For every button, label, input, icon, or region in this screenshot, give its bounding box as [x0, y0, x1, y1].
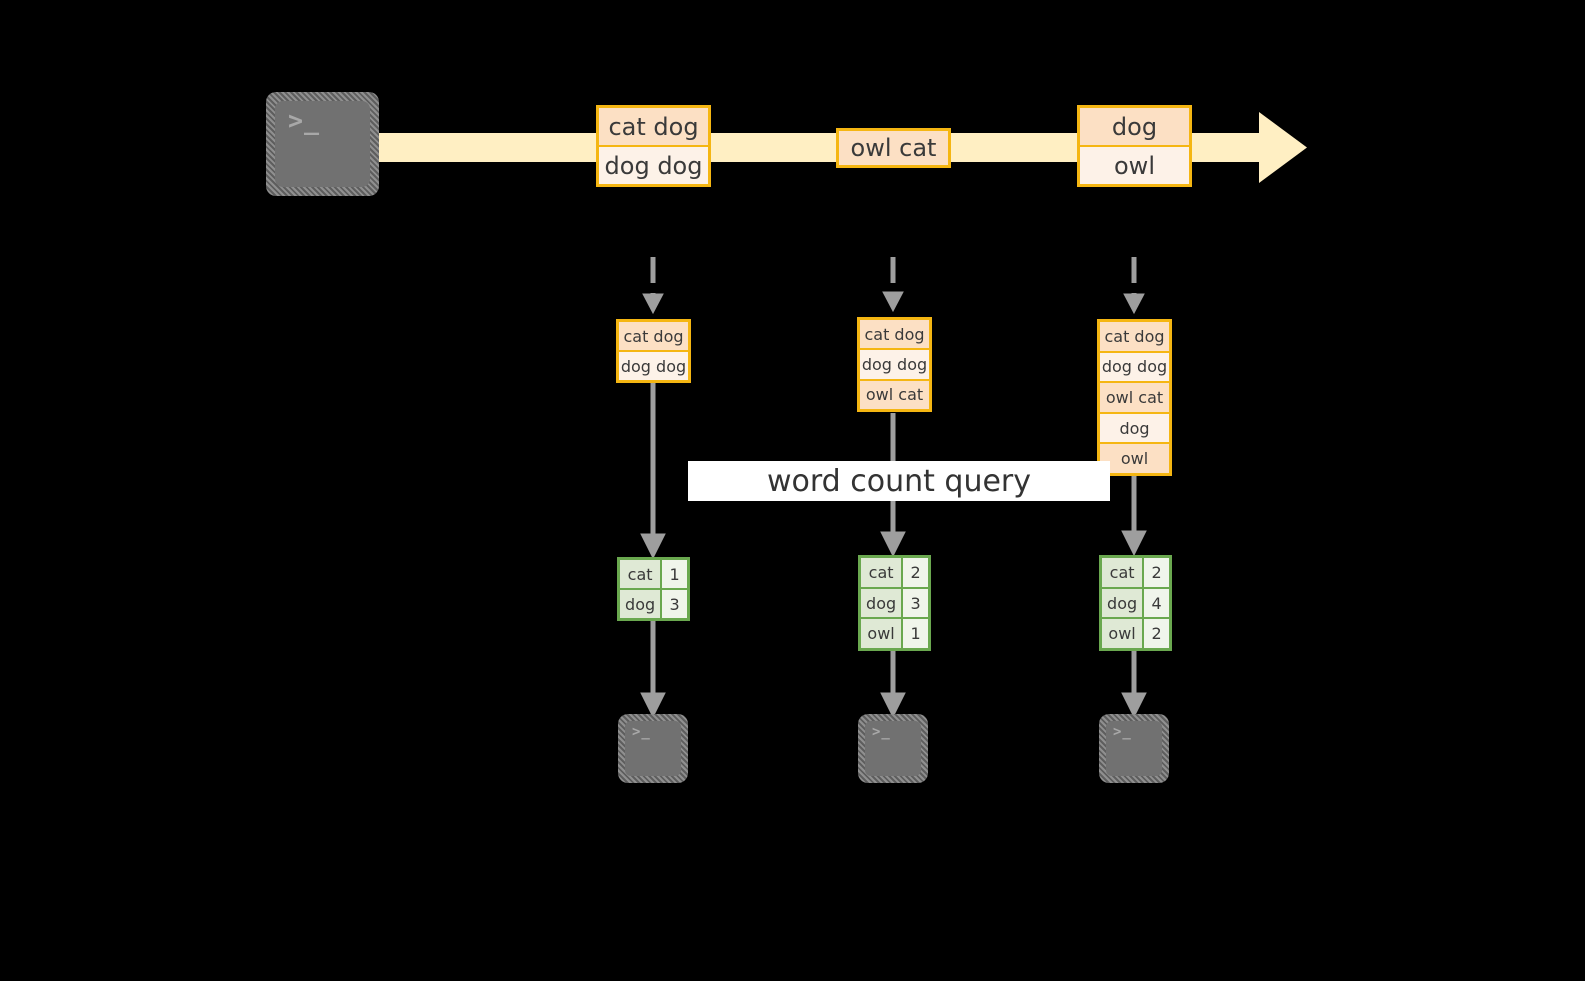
result-row: owl 1	[861, 617, 928, 649]
result-key: owl	[1102, 619, 1143, 649]
result-table-2: cat 2 dog 3 owl 1	[858, 555, 931, 651]
result-value: 2	[1142, 558, 1169, 587]
snapshot-stack-3: cat dog dog dog owl cat dog owl	[1097, 319, 1172, 476]
result-key: cat	[1102, 558, 1143, 587]
terminal-face	[625, 721, 681, 776]
stream-record-2: owl cat	[836, 128, 951, 168]
result-value: 1	[901, 619, 928, 649]
terminal-prompt-icon: >_	[872, 724, 891, 740]
result-row: dog 3	[861, 586, 928, 618]
query-label-band: word count query	[688, 461, 1110, 501]
stream-record-line: dog	[1080, 108, 1189, 145]
snapshot-stack-2: cat dog dog dog owl cat	[857, 317, 932, 412]
query-arrowhead-2	[880, 531, 906, 558]
sink-terminal-1[interactable]: >_	[618, 714, 688, 783]
terminal-face	[865, 721, 921, 776]
stream-record-3: dog owl	[1077, 105, 1192, 187]
result-value: 1	[660, 560, 687, 588]
terminal-face	[275, 101, 370, 187]
result-row: dog 4	[1102, 586, 1169, 618]
snapshot-line: cat dog	[860, 320, 929, 349]
stream-record-line: owl cat	[839, 131, 948, 165]
result-row: cat 1	[620, 560, 687, 588]
snapshot-line: dog dog	[619, 350, 688, 380]
query-label-text: word count query	[766, 463, 1032, 499]
result-row: owl 2	[1102, 617, 1169, 649]
terminal-prompt-icon: >_	[288, 106, 321, 135]
result-table-3: cat 2 dog 4 owl 2	[1099, 555, 1172, 651]
result-key: cat	[861, 558, 902, 587]
terminal-prompt-icon: >_	[1113, 724, 1132, 740]
dashed-feed-arrowhead-2	[882, 291, 904, 313]
result-key: cat	[620, 560, 661, 588]
snapshot-line: cat dog	[1100, 322, 1169, 351]
result-key: dog	[1102, 588, 1143, 618]
result-row: dog 3	[620, 588, 687, 618]
query-arrowhead-1	[640, 533, 666, 560]
source-terminal[interactable]: >_	[266, 92, 379, 196]
result-key: dog	[620, 590, 661, 618]
snapshot-line: owl cat	[860, 378, 929, 409]
snapshot-line: dog dog	[1100, 350, 1169, 382]
stream-record-1: cat dog dog dog	[596, 105, 711, 187]
result-value: 3	[660, 590, 687, 618]
dashed-feed-arrowhead-1	[642, 293, 664, 315]
result-key: dog	[861, 588, 902, 618]
dashed-feed-arrowhead-3	[1123, 293, 1145, 315]
result-value: 4	[1142, 588, 1169, 618]
terminal-face	[1106, 721, 1162, 776]
result-row: cat 2	[1102, 558, 1169, 587]
sink-terminal-2[interactable]: >_	[858, 714, 928, 783]
stream-record-line: cat dog	[599, 108, 708, 145]
query-arrowhead-3	[1121, 530, 1147, 557]
snapshot-line: owl	[1100, 442, 1169, 473]
stream-record-line: dog dog	[599, 145, 708, 184]
sink-terminal-3[interactable]: >_	[1099, 714, 1169, 783]
terminal-prompt-icon: >_	[632, 724, 651, 740]
snapshot-line: owl cat	[1100, 381, 1169, 412]
result-table-1: cat 1 dog 3	[617, 557, 690, 621]
stream-record-line: owl	[1080, 145, 1189, 184]
snapshot-stack-1: cat dog dog dog	[616, 319, 691, 383]
snapshot-line: dog dog	[860, 348, 929, 379]
result-value: 2	[901, 558, 928, 587]
snapshot-line: cat dog	[619, 322, 688, 350]
result-value: 2	[1142, 619, 1169, 649]
result-value: 3	[901, 588, 928, 618]
result-key: owl	[861, 619, 902, 649]
snapshot-line: dog	[1100, 411, 1169, 443]
result-row: cat 2	[861, 558, 928, 587]
